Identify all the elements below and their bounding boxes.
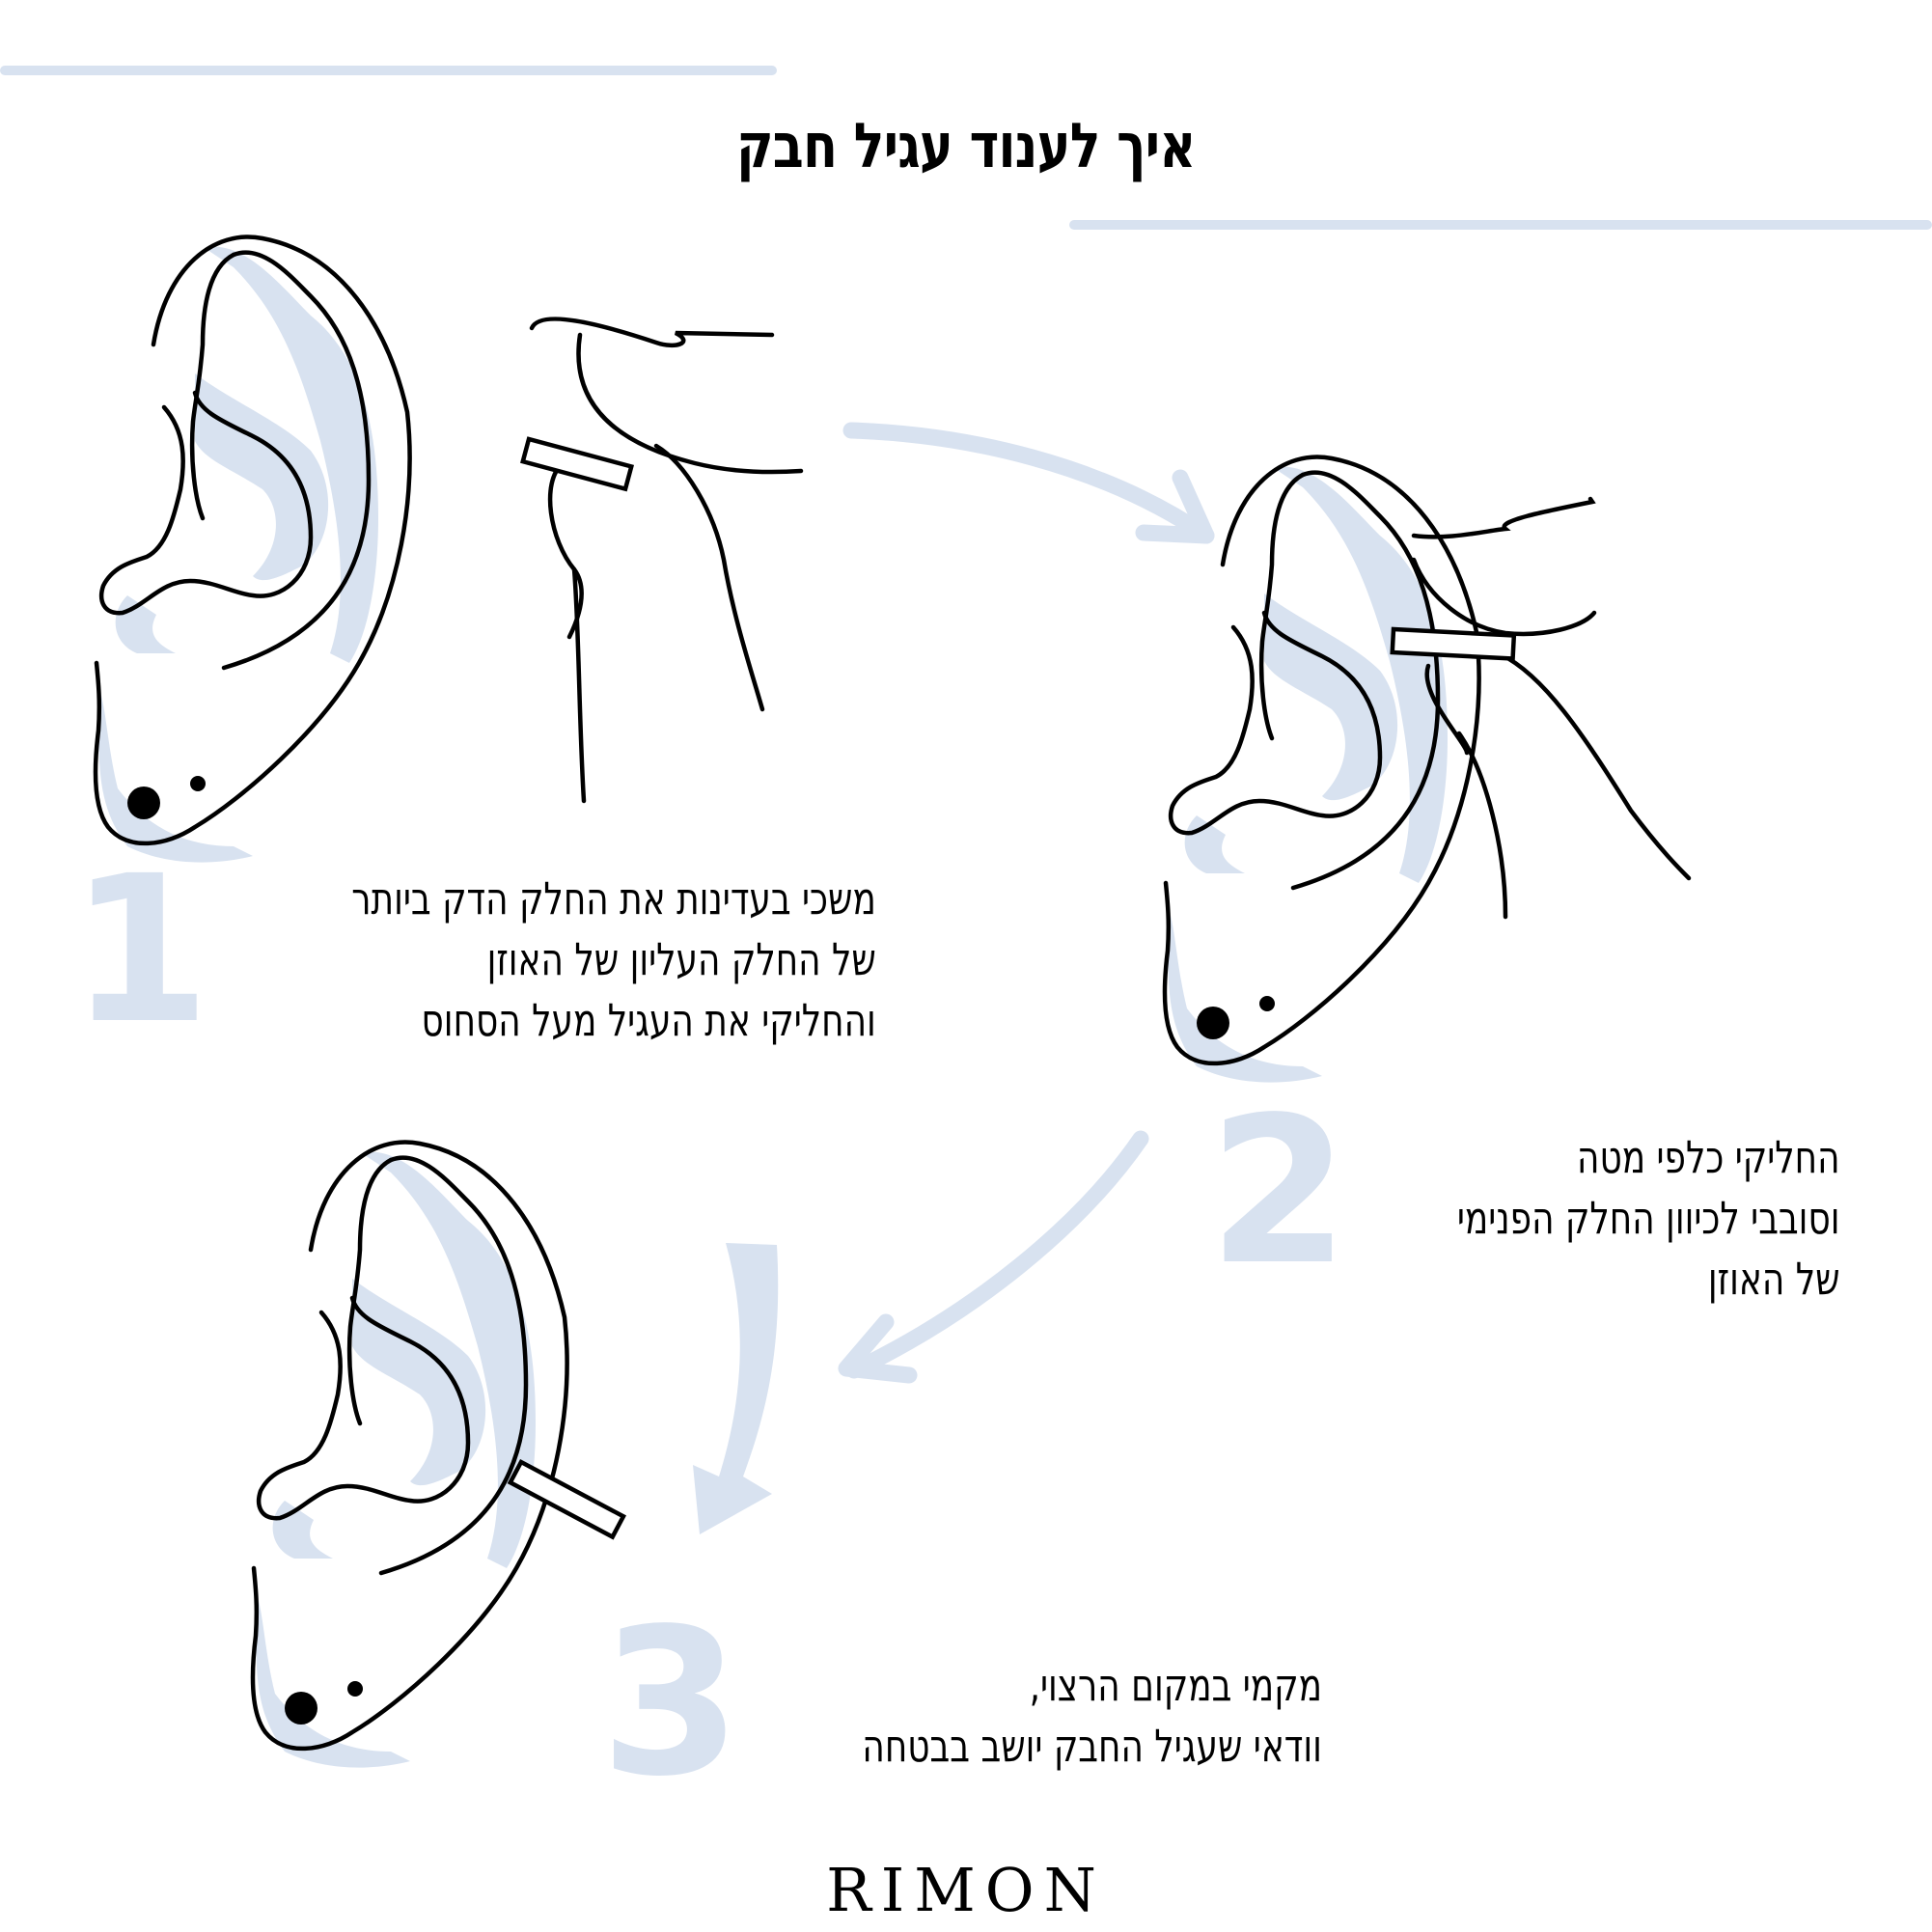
top-right-divider — [1069, 220, 1932, 230]
step-2-text: החליקי כלפי מטה וסובבי לכיוון החלק הפנימ… — [1457, 1127, 1840, 1310]
step-3-text: מקמי במקום הרצוי, וודאי שעגיל החבק יושב … — [862, 1655, 1322, 1777]
arrow-step2-to-step3-icon — [838, 1130, 1149, 1384]
arrow-down-icon — [693, 1243, 779, 1534]
step-2-line-2: וסובבי לכיוון החלק הפנימי — [1457, 1192, 1840, 1244]
step-1-line-1: משכי בעדינות את החלק הדק ביותר — [351, 872, 876, 925]
step-number-2: 2 — [1208, 1073, 1350, 1310]
step-1-line-3: והחליקי את העגיל מעל הסחוס — [421, 994, 876, 1046]
ear-step1-icon — [96, 236, 410, 862]
step-2-line-3: של האוזן — [1708, 1253, 1840, 1305]
cuff-step3-icon — [507, 1458, 626, 1540]
step-1-line-2: של החלק העליון של האוזן — [486, 933, 876, 985]
page-title: איך לענוד עגיל חבק — [735, 111, 1196, 182]
fingers-step1-icon — [520, 317, 804, 804]
ear-step3-icon — [253, 1142, 567, 1767]
step-3-line-1: מקמי במקום הרצוי, — [1029, 1659, 1322, 1711]
ear-step2-icon — [1165, 456, 1479, 1082]
step-number-1: 1 — [69, 832, 211, 1068]
step-3-line-2: וודאי שעגיל החבק יושב בבטחה — [862, 1720, 1322, 1772]
step-1-text: משכי בעדינות את החלק הדק ביותר של החלק ה… — [351, 869, 876, 1051]
step-2-line-1: החליקי כלפי מטה — [1577, 1131, 1840, 1183]
top-left-divider — [0, 66, 777, 75]
brand-logo: RIMON — [826, 1855, 1106, 1925]
step-number-3: 3 — [600, 1585, 742, 1821]
fingers-step2-icon — [1390, 496, 1692, 920]
arrow-step1-to-step2-icon — [842, 422, 1215, 544]
